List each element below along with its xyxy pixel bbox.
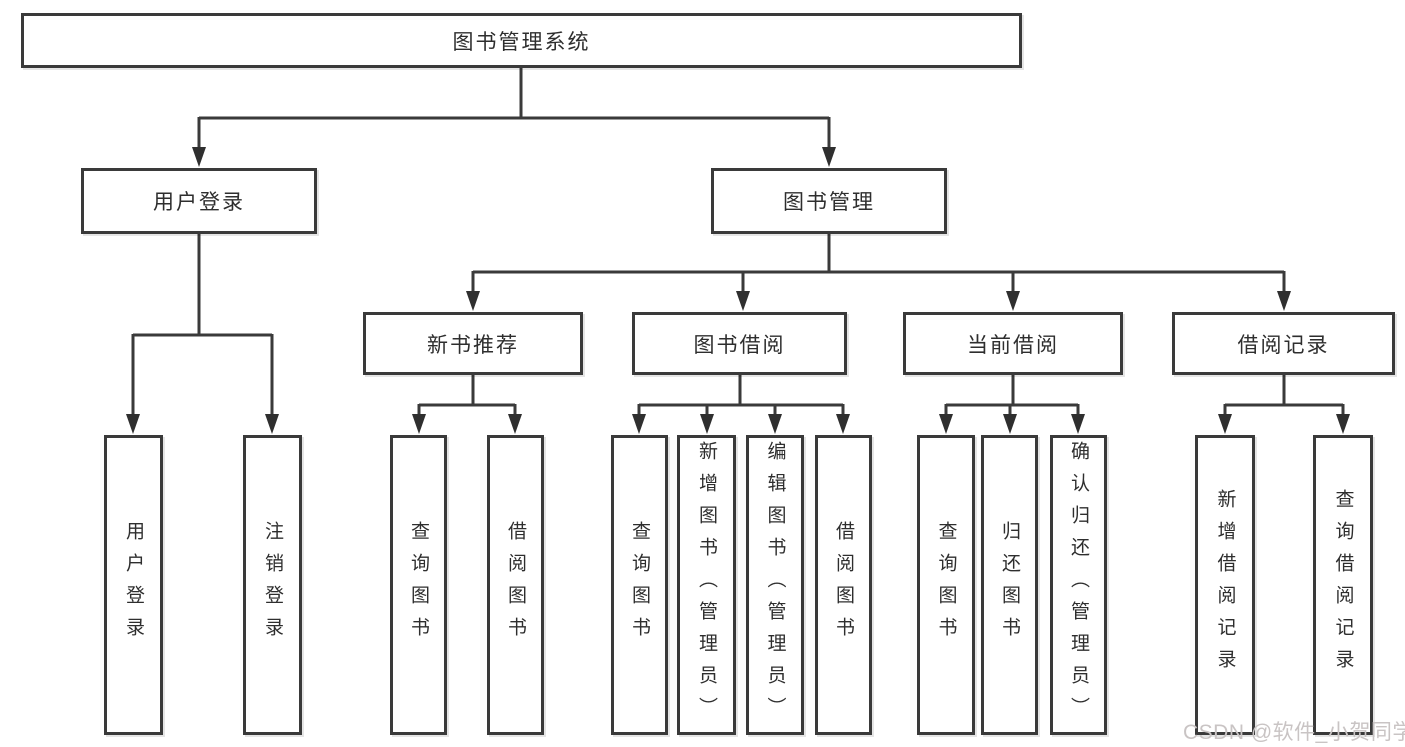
csdn-watermark: CSDN @软件_小贺同学 xyxy=(1183,721,1405,744)
leaf-label: 归还图书 xyxy=(999,521,1020,649)
node-label: 新书推荐 xyxy=(427,333,519,357)
node-current-borrowing: 当前借阅 xyxy=(903,312,1123,375)
node-new-book-recommendation: 新书推荐 xyxy=(363,312,583,375)
leaf-label: 注销登录 xyxy=(262,521,283,649)
leaf-edit-books-admin: 编辑图书（管理员） xyxy=(746,435,804,735)
leaf-label: 查询图书 xyxy=(629,521,650,649)
leaf-logout: 注销登录 xyxy=(243,435,302,735)
leaf-query-books-current: 查询图书 xyxy=(917,435,975,735)
node-borrowing-records: 借阅记录 xyxy=(1172,312,1395,375)
leaf-query-borrow-record: 查询借阅记录 xyxy=(1313,435,1373,735)
node-user-login: 用户登录 xyxy=(81,168,317,234)
leaf-label: 查询借阅记录 xyxy=(1332,489,1354,681)
leaf-add-borrow-record: 新增借阅记录 xyxy=(1195,435,1255,735)
node-library-management-system: 图书管理系统 xyxy=(21,13,1022,68)
leaf-label: 借阅图书 xyxy=(833,521,854,649)
leaf-label: 新增借阅记录 xyxy=(1214,489,1236,681)
leaf-confirm-return-admin: 确认归还（管理员） xyxy=(1050,435,1107,735)
leaf-borrow-books-recommend: 借阅图书 xyxy=(487,435,544,735)
leaf-add-books-admin: 新增图书（管理员） xyxy=(677,435,736,735)
node-label: 图书借阅 xyxy=(693,333,786,357)
node-label: 用户登录 xyxy=(153,191,245,214)
leaf-label: 借阅图书 xyxy=(505,521,526,649)
leaf-label: 确认归还（管理员） xyxy=(1068,441,1089,729)
leaf-borrow-books: 借阅图书 xyxy=(815,435,872,735)
leaf-query-books-recommend: 查询图书 xyxy=(390,435,447,735)
node-label: 当前借阅 xyxy=(967,333,1059,357)
leaf-label: 查询图书 xyxy=(408,521,429,649)
arrowhead-icons xyxy=(126,147,1350,434)
node-label: 借阅记录 xyxy=(1237,333,1330,357)
leaf-return-books: 归还图书 xyxy=(981,435,1038,735)
leaf-label: 用户登录 xyxy=(123,521,144,649)
node-label: 图书管理 xyxy=(783,191,875,214)
leaf-label: 新增图书（管理员） xyxy=(696,441,717,729)
leaf-user-login: 用户登录 xyxy=(104,435,163,735)
node-book-management: 图书管理 xyxy=(711,168,947,234)
node-label: 图书管理系统 xyxy=(452,30,591,54)
leaf-label: 编辑图书（管理员） xyxy=(764,441,786,729)
leaf-label: 查询图书 xyxy=(935,521,957,649)
node-book-borrowing: 图书借阅 xyxy=(632,312,847,375)
leaf-query-books-borrow: 查询图书 xyxy=(611,435,668,735)
